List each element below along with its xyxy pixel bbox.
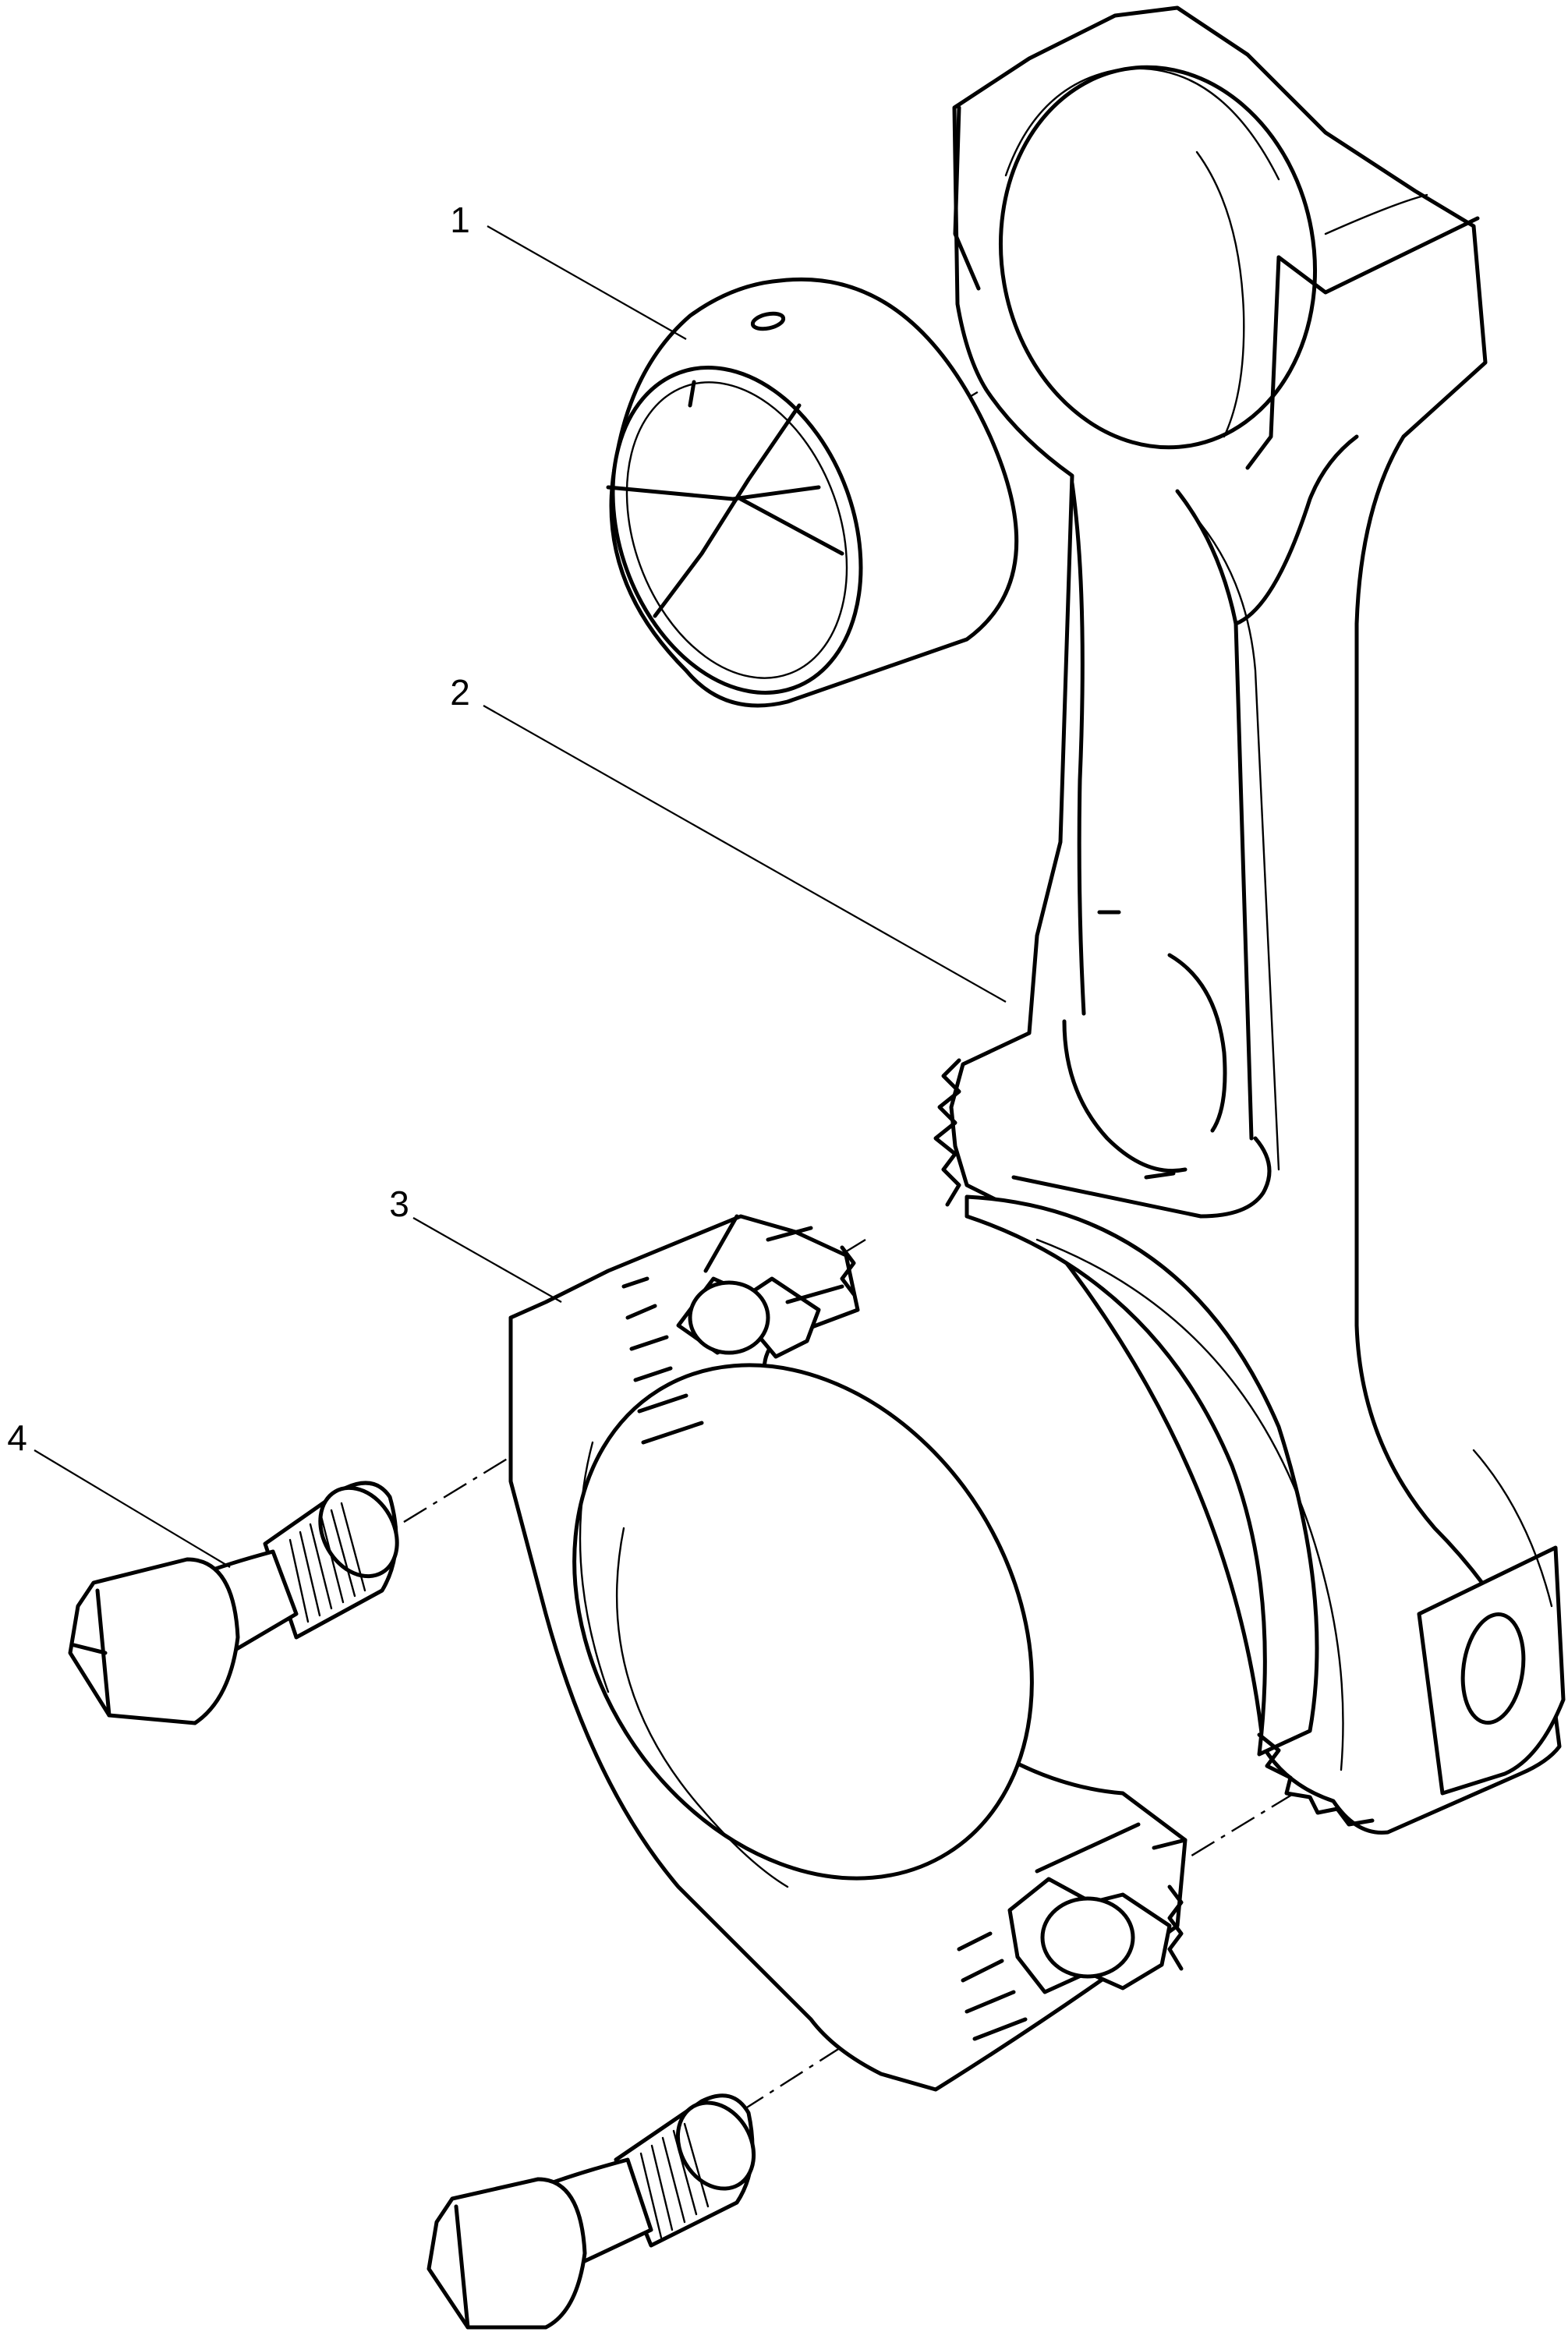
cap-bolt-upper [68,1481,399,1725]
callout-4: 4 [7,1417,27,1458]
callout-3: 3 [389,1184,409,1224]
small-end-bushing [606,277,1019,708]
connecting-rod-cap [508,1214,1188,2092]
connecting-rod [933,5,1566,1835]
callout-2: 2 [450,672,470,713]
cap-bolt-lower [427,2093,756,2330]
callout-1: 1 [450,200,470,240]
leader-lines [34,225,1007,1568]
